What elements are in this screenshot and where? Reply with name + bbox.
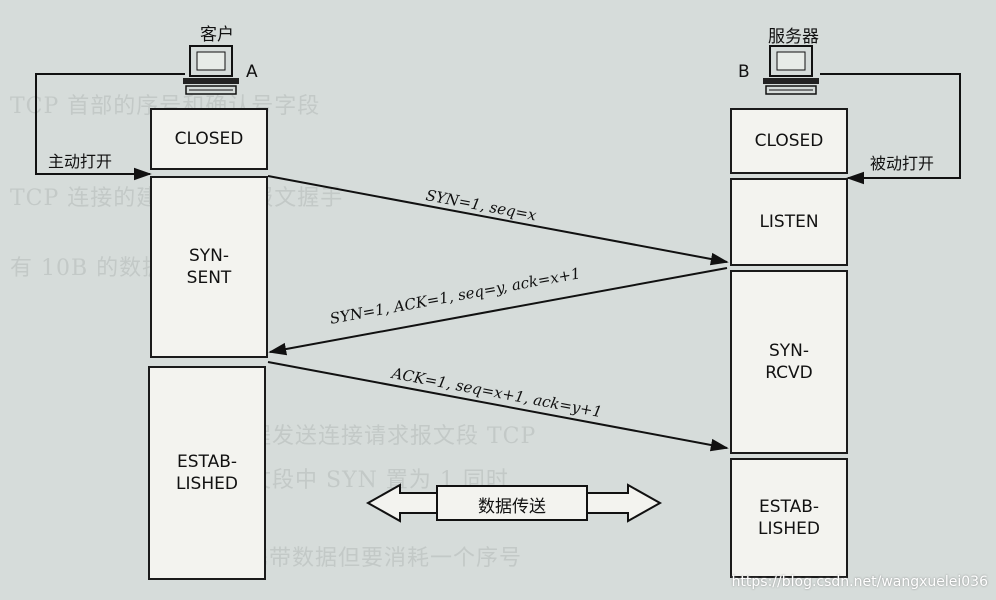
client-title: 客户 [200, 25, 234, 45]
server-state-syn-rcvd: SYN- RCVD [730, 270, 848, 454]
client-host-label: A [246, 62, 258, 82]
data-transfer-label: 数据传送 [478, 497, 546, 517]
active-open-label: 主动打开 [48, 152, 113, 171]
passive-open-connector [820, 73, 961, 185]
client-state-closed: CLOSED [150, 108, 268, 170]
syn-ack-arrow [268, 267, 728, 356]
client-state-established: ESTAB- LISHED [148, 366, 266, 580]
server-state-listen: LISTEN [730, 178, 848, 266]
syn-arrow [267, 175, 729, 266]
client-computer-icon [183, 45, 239, 95]
server-title: 服务器 [768, 27, 819, 47]
server-state-established: ESTAB- LISHED [730, 458, 848, 578]
passive-open-label: 被动打开 [870, 154, 935, 173]
server-computer-icon [763, 45, 819, 95]
server-state-closed: CLOSED [730, 108, 848, 174]
server-host-label: B [738, 62, 750, 82]
active-open-connector [35, 73, 185, 181]
ack-arrow [267, 361, 729, 452]
client-state-syn-sent: SYN- SENT [150, 176, 268, 358]
data-transfer-box [436, 485, 588, 521]
watermark: https://blog.csdn.net/wangxuelei036 [731, 574, 988, 590]
